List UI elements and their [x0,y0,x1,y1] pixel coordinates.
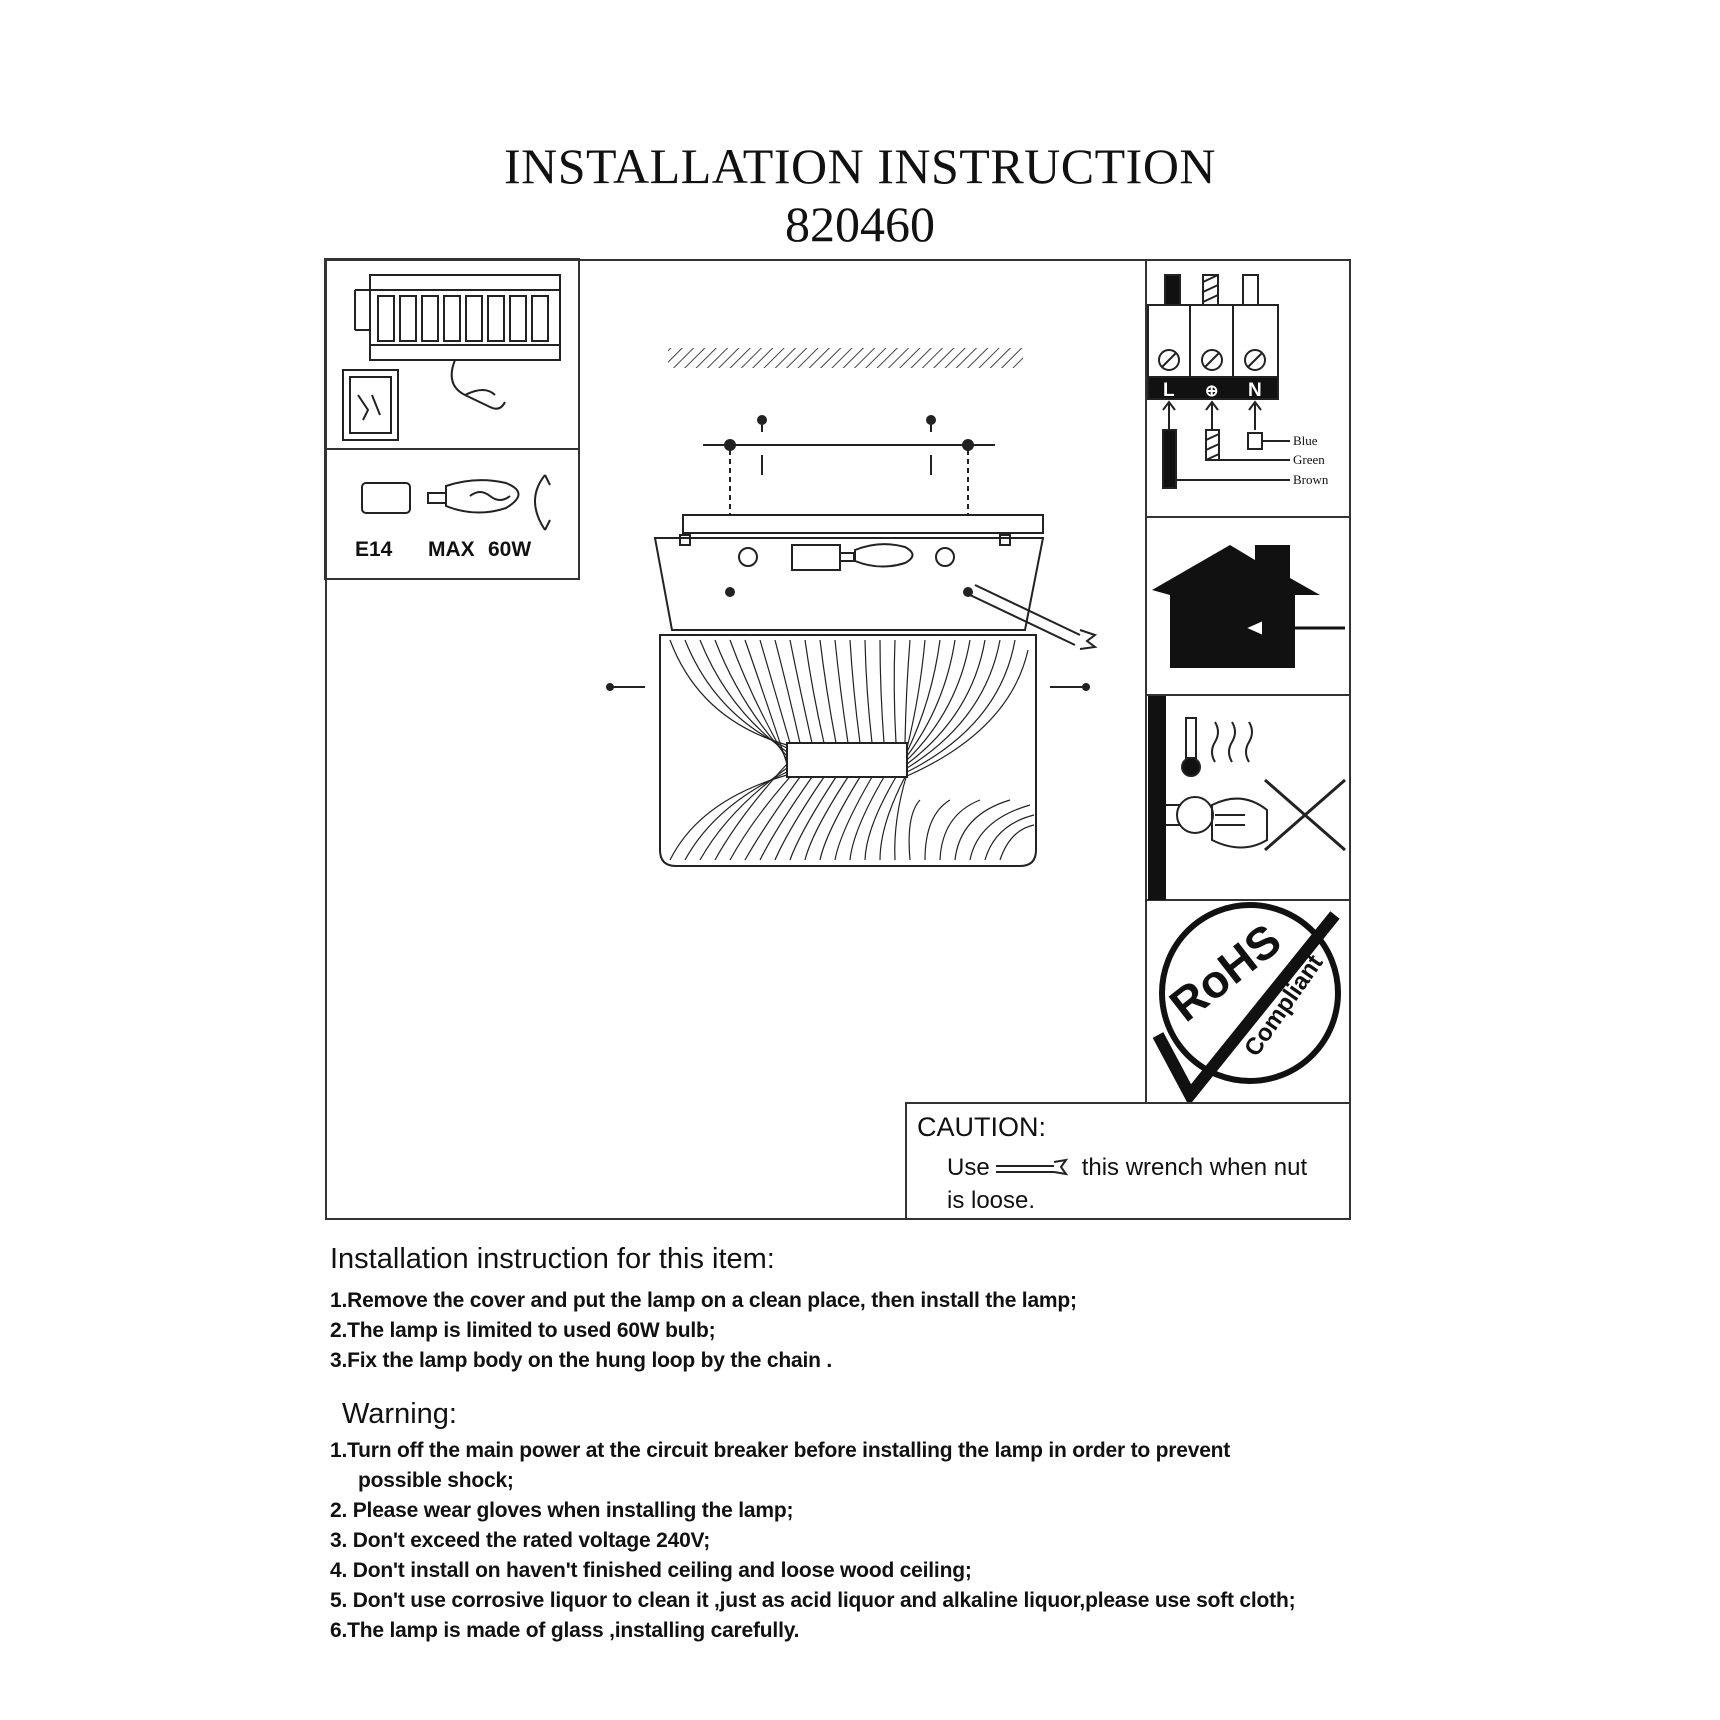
warning-item: possible shock; [358,1469,514,1492]
hot-surface-warning-icon [1148,696,1346,900]
mounting-screws [757,415,936,475]
canopy [653,514,1045,631]
caution-text: Use this wrench when nut [947,1154,1307,1182]
glass-shade [606,634,1090,867]
diagram-frame [325,259,1351,1220]
wire-color-labels: Blue Green Brown [1293,433,1329,487]
mounting-bracket [703,439,995,515]
wattage-label: 60W [488,538,532,561]
terminal-labels: L ⊕ N [1163,380,1262,401]
max-label: MAX [428,538,475,561]
warning-item: 3. Don't exceed the rated voltage 240V; [330,1529,711,1552]
wire-label-green: Green [1293,452,1325,467]
caution-box: CAUTION: Use this wrench when nut is loo… [905,1102,1351,1220]
warning-title: Warning: [342,1398,457,1430]
terminal-label-earth: ⊕ [1205,383,1218,400]
instruction-item: 3.Fix the lamp body on the hung loop by … [330,1349,832,1372]
warning-item: 2. Please wear gloves when installing th… [330,1499,794,1522]
terminal-block-icon [1147,274,1290,489]
caution-text-line2: is loose. [947,1187,1036,1214]
rohs-compliant-badge: RoHS Compliant [1152,902,1341,1106]
ceiling-hatch [668,348,1023,368]
warning-item: 5. Don't use corrosive liquor to clean i… [330,1589,1296,1612]
socket-type-label: E14 [355,538,393,561]
e14-bulb-icon [361,474,551,531]
warning-item: 4. Don't install on haven't finished cei… [330,1559,972,1582]
caution-title: CAUTION: [917,1112,1047,1142]
instruction-item: 2.The lamp is limited to used 60W bulb; [330,1319,716,1342]
terminal-label-l: L [1163,380,1175,401]
caution-wrench-text: this wrench when nut [1081,1154,1308,1181]
warning-item: 6.The lamp is made of glass ,installing … [330,1619,800,1642]
indoor-use-house-icon [1152,545,1345,668]
warning-item: 1.Turn off the main power at the circuit… [330,1439,1231,1462]
wire-label-brown: Brown [1293,472,1329,487]
model-number: 820460 [785,196,935,252]
instruction-item: 1.Remove the cover and put the lamp on a… [330,1289,1077,1312]
instructions-title: Installation instruction for this item: [330,1243,775,1275]
wrench-icon [969,584,1098,650]
breaker-panel-icon [342,274,561,441]
caution-use-text: Use [947,1154,990,1181]
terminal-label-n: N [1248,380,1262,401]
wire-label-blue: Blue [1293,433,1318,448]
document-title: INSTALLATION INSTRUCTION [503,138,1217,194]
wrench-icon [995,1158,1068,1176]
